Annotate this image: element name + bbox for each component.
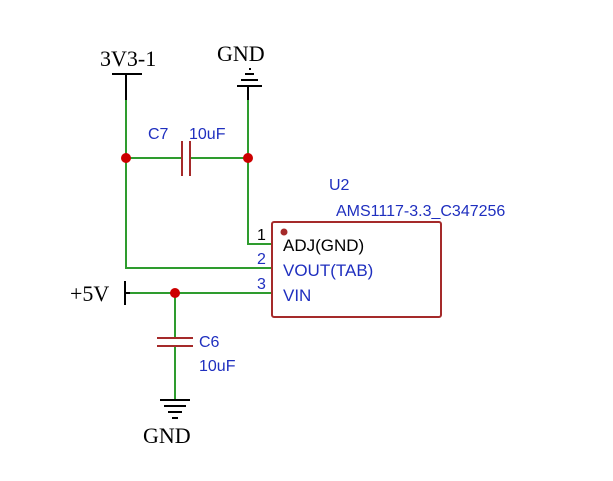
u2-pin-name: VIN (283, 286, 311, 305)
u2-pin-name: VOUT(TAB) (283, 261, 373, 280)
net-label-gnd-bottom: GND (143, 423, 191, 448)
junction-dot (121, 153, 131, 163)
net-label-3v3: 3V3-1 (100, 46, 156, 71)
wires (125, 100, 272, 400)
u2-pin-number: 3 (257, 276, 266, 293)
u2-ref: U2 (329, 177, 350, 194)
net-label-5v: +5V (70, 281, 109, 306)
c7-ref: C7 (148, 126, 169, 143)
junction-dot (243, 153, 253, 163)
junctions (121, 153, 253, 298)
ground-symbol-bottom-icon (160, 399, 190, 419)
capacitor-c7-icon (181, 141, 191, 176)
u2-pin-name: ADJ(GND) (283, 236, 364, 255)
c6-value: 10uF (199, 358, 236, 375)
u2-body (271, 221, 442, 318)
c7-value: 10uF (189, 126, 226, 143)
wire-gnd-adj (247, 100, 272, 245)
u2-pin-number: 1 (257, 227, 266, 244)
ground-symbol-top-icon (237, 68, 262, 100)
capacitor-c6-icon (157, 337, 193, 347)
c6-ref: C6 (199, 334, 220, 351)
net-label-gnd-top: GND (217, 41, 265, 66)
u2-pin1-marker (280, 228, 288, 236)
u2-part: AMS1117-3.3_C347256 (336, 203, 505, 220)
junction-dot (170, 288, 180, 298)
u2-pin-number: 2 (257, 251, 266, 268)
